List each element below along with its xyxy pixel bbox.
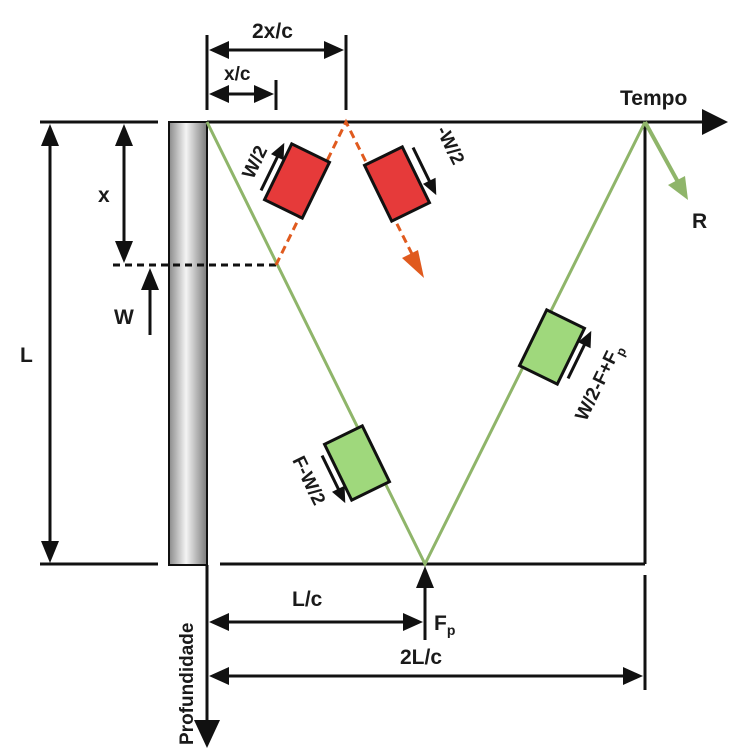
dim-2lc-arrow-right [623, 667, 643, 685]
arrow-w2-up [259, 142, 285, 192]
dim-2xc-arrow-right [324, 41, 344, 59]
arrow-w2-down [411, 146, 437, 196]
red-wave-arrowhead [402, 250, 424, 278]
fp-label-main: F [434, 612, 447, 635]
green-box-fw2 [322, 423, 392, 503]
label-fw2: F-W/2 [288, 453, 330, 509]
dim-l-arrow-bottom [41, 541, 59, 563]
red-box-w2-up [262, 141, 332, 221]
wave-v-path [205, 121, 647, 568]
dim-lc-label: L/c [292, 588, 323, 611]
dim-l-arrow-top [41, 124, 59, 146]
dim-lc-arrow-right [403, 613, 423, 631]
dim-2xc-arrow-left [209, 41, 229, 59]
fp-label: Fp [434, 612, 455, 638]
time-axis-arrowhead [702, 109, 728, 135]
fp-arrow-head [416, 566, 434, 588]
w-label: W [114, 306, 134, 329]
dim-xc-arrow-right [254, 85, 274, 103]
dim-2xc-label: 2x/c [252, 20, 293, 43]
label-w2-down: -W/2 [432, 123, 468, 168]
dim-x-label: x [98, 184, 110, 207]
dim-2lc-arrow-left [209, 667, 229, 685]
dim-2lc-label: 2L/c [400, 646, 442, 669]
arrow-w2fp [566, 330, 592, 380]
r-wave-line [643, 121, 680, 183]
time-axis-label: Tempo [620, 87, 687, 110]
label-w2fp-main: W/2-F+F [572, 348, 623, 424]
r-wave-arrowhead [668, 176, 688, 200]
dim-xc-label: x/c [224, 64, 251, 85]
depth-axis-label: Profundidade [177, 623, 198, 745]
dim-lc-arrow-left [209, 613, 229, 631]
depth-axis-arrowhead [194, 720, 220, 748]
fp-label-sub: p [447, 622, 456, 638]
dim-x-arrow-top [115, 124, 133, 146]
dim-l-label: L [20, 344, 33, 367]
red-box-w2-down [362, 144, 432, 224]
pile [168, 121, 208, 566]
r-label: R [692, 210, 707, 233]
w-arrow-head [141, 268, 159, 290]
dim-x-arrow-bottom [115, 241, 133, 263]
arrow-fw2 [320, 454, 346, 504]
green-box-w2fp [517, 307, 587, 387]
dim-xc-arrow-left [209, 85, 229, 103]
